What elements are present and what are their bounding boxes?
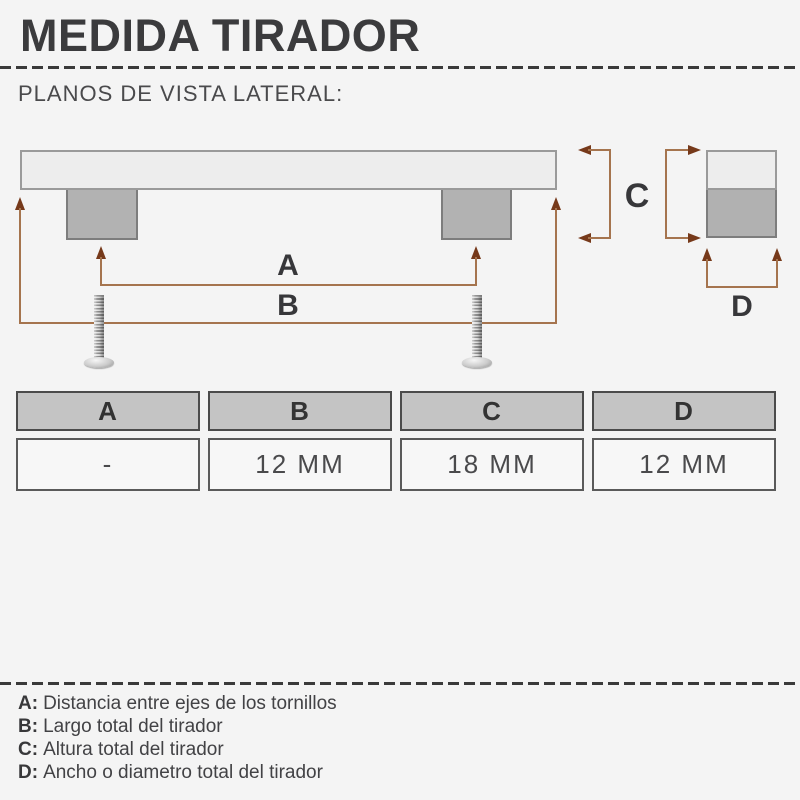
legend: A:Distancia entre ejes de los tornillos …: [18, 692, 337, 784]
legend-item-a: A:Distancia entre ejes de los tornillos: [18, 692, 337, 715]
arrow-up-icon: [702, 248, 712, 261]
legend-text: Altura total del tirador: [43, 739, 224, 760]
legend-dashed-divider: [0, 682, 800, 685]
measurement-table: A B C D - 12 MM 18 MM 12 MM: [16, 391, 776, 491]
dimension-line: [100, 257, 102, 285]
dimension-line: [665, 237, 690, 239]
screw-head: [462, 357, 492, 368]
dimension-line: [100, 284, 477, 286]
handle-post-left-shape: [66, 190, 138, 240]
screw-image: [84, 295, 114, 368]
arrow-right-icon: [688, 145, 701, 155]
arrow-up-icon: [15, 197, 25, 210]
legend-item-b: B:Largo total del tirador: [18, 715, 337, 738]
dimension-line: [475, 257, 477, 285]
legend-text: Distancia entre ejes de los tornillos: [43, 693, 337, 714]
end-view-post-shape: [706, 190, 777, 238]
arrow-left-icon: [578, 233, 591, 243]
legend-item-c: C:Altura total del tirador: [18, 738, 337, 761]
dimension-line: [665, 149, 690, 151]
dimension-line: [706, 286, 778, 288]
dimension-line: [776, 259, 778, 288]
table-header-b: B: [208, 391, 392, 431]
dimension-a-label: A: [277, 249, 299, 282]
arrow-up-icon: [551, 197, 561, 210]
arrow-up-icon: [96, 246, 106, 259]
dimension-line: [588, 149, 611, 151]
handle-post-right-shape: [441, 190, 512, 240]
screw-shaft: [94, 295, 104, 361]
dimension-c-label: C: [624, 177, 650, 215]
screw-image: [462, 295, 492, 368]
dimension-line: [706, 259, 708, 288]
table-value-d: 12 MM: [592, 438, 776, 491]
legend-text: Ancho o diametro total del tirador: [43, 762, 323, 783]
table-value-row: - 12 MM 18 MM 12 MM: [16, 438, 776, 491]
screw-head: [84, 357, 114, 368]
table-header-c: C: [400, 391, 584, 431]
dimension-line: [19, 208, 21, 324]
dimension-b-label: B: [277, 289, 299, 322]
table-value-a: -: [16, 438, 200, 491]
dimension-line: [588, 237, 611, 239]
legend-text: Largo total del tirador: [43, 716, 223, 737]
legend-key: A:: [18, 693, 39, 714]
table-header-row: A B C D: [16, 391, 776, 431]
page-title: MEDIDA TIRADOR: [20, 10, 421, 61]
table-value-b: 12 MM: [208, 438, 392, 491]
legend-key: D:: [18, 762, 39, 783]
dimension-line: [19, 322, 557, 324]
dimension-line: [555, 208, 557, 324]
section-subtitle: PLANOS DE VISTA LATERAL:: [18, 81, 344, 106]
handle-bar-shape: [20, 150, 557, 190]
end-view-bar-shape: [706, 150, 777, 190]
arrow-left-icon: [578, 145, 591, 155]
dimension-line: [609, 149, 611, 239]
table-header-a: A: [16, 391, 200, 431]
legend-key: B:: [18, 716, 39, 737]
arrow-up-icon: [471, 246, 481, 259]
legend-key: C:: [18, 739, 39, 760]
header-dashed-divider: [0, 66, 800, 69]
dimension-line: [665, 149, 667, 239]
screw-shaft: [472, 295, 482, 361]
dimension-d-label: D: [731, 290, 753, 323]
legend-item-d: D:Ancho o diametro total del tirador: [18, 761, 337, 784]
table-value-c: 18 MM: [400, 438, 584, 491]
table-header-d: D: [592, 391, 776, 431]
arrow-up-icon: [772, 248, 782, 261]
arrow-right-icon: [688, 233, 701, 243]
